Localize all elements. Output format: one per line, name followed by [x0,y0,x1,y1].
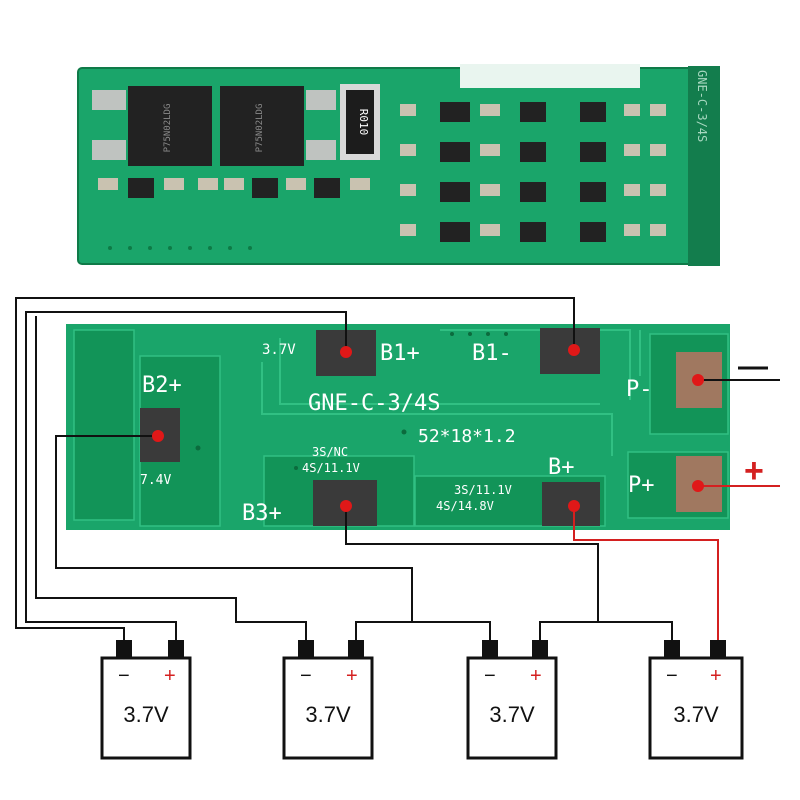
battery-4-voltage: 3.7V [673,702,719,727]
wire-b2-plus [55,435,413,640]
wire-link-3-4 [598,621,673,640]
wire-link-2-3 [412,621,491,640]
bplus-option-line1: 3S/11.1V [454,483,512,497]
battery-3-plus: + [530,665,542,687]
component-grid [400,102,666,242]
battery-2-minus: − [300,665,312,687]
shunt-marking: R010 [357,109,370,136]
wire-b1-minus [15,297,575,640]
label-p-plus: P+ [628,473,655,498]
label-b3-plus: B3+ [242,501,282,526]
label-b-plus: B+ [548,455,575,480]
board-model: GNE-C-3/4S [308,391,440,416]
b3-option-line1: 3S/NC [312,445,348,459]
battery-2-plus: + [346,665,358,687]
battery-3-minus: − [484,665,496,687]
battery-4: − + 3.7V [648,640,744,760]
mosfet-left-marking: P75N02LDG [163,104,173,153]
battery-1-plus: + [164,665,176,687]
mosfet-right-marking: P75N02LDG [255,104,265,153]
battery-3-voltage: 3.7V [489,702,535,727]
bplus-option-line2: 4S/14.8V [436,499,494,513]
shunt-resistor: R010 [340,84,380,160]
small-components-row [98,178,370,198]
label-b1-plus: B1+ [380,341,420,366]
board-size: 52*18*1.2 [418,426,516,447]
label-b2-voltage: 7.4V [140,473,171,488]
label-b1-voltage: 3.7V [262,342,296,358]
battery-2: − + 3.7V [282,640,374,760]
label-b1-minus: B1- [472,341,512,366]
battery-4-plus: + [710,665,722,687]
battery-4-minus: − [666,665,678,687]
pcb-board: 3.7V B1+ B1- B2+ 7.4V GNE-C-3/4S 52*18*1… [66,324,730,530]
top-edge-marking: GNE-C-3/4S [695,70,709,142]
top-pcb-photo: P75N02LDG P75N02LDG R010 [77,64,720,266]
battery-1: − + 3.7V [100,640,192,760]
wire-b-plus [573,506,719,640]
wire-b3-plus [345,506,599,640]
label-p-minus: P- [626,377,653,402]
battery-1-minus: − [118,665,130,687]
battery-2-voltage: 3.7V [305,702,351,727]
battery-1-voltage: 3.7V [123,702,169,727]
wire-link-1-2 [35,316,307,640]
b3-option-line2: 4S/11.1V [302,461,360,475]
battery-3: − + 3.7V [466,640,558,760]
wires [15,297,780,640]
mosfet-left: P75N02LDG [92,86,212,166]
wire-b1-plus [25,311,347,640]
solder-points [152,344,704,512]
output-plus-sign: + [744,452,764,490]
output-minus-sign: — [738,350,768,383]
mosfet-right: P75N02LDG [220,86,336,166]
label-b2-plus: B2+ [142,373,182,398]
